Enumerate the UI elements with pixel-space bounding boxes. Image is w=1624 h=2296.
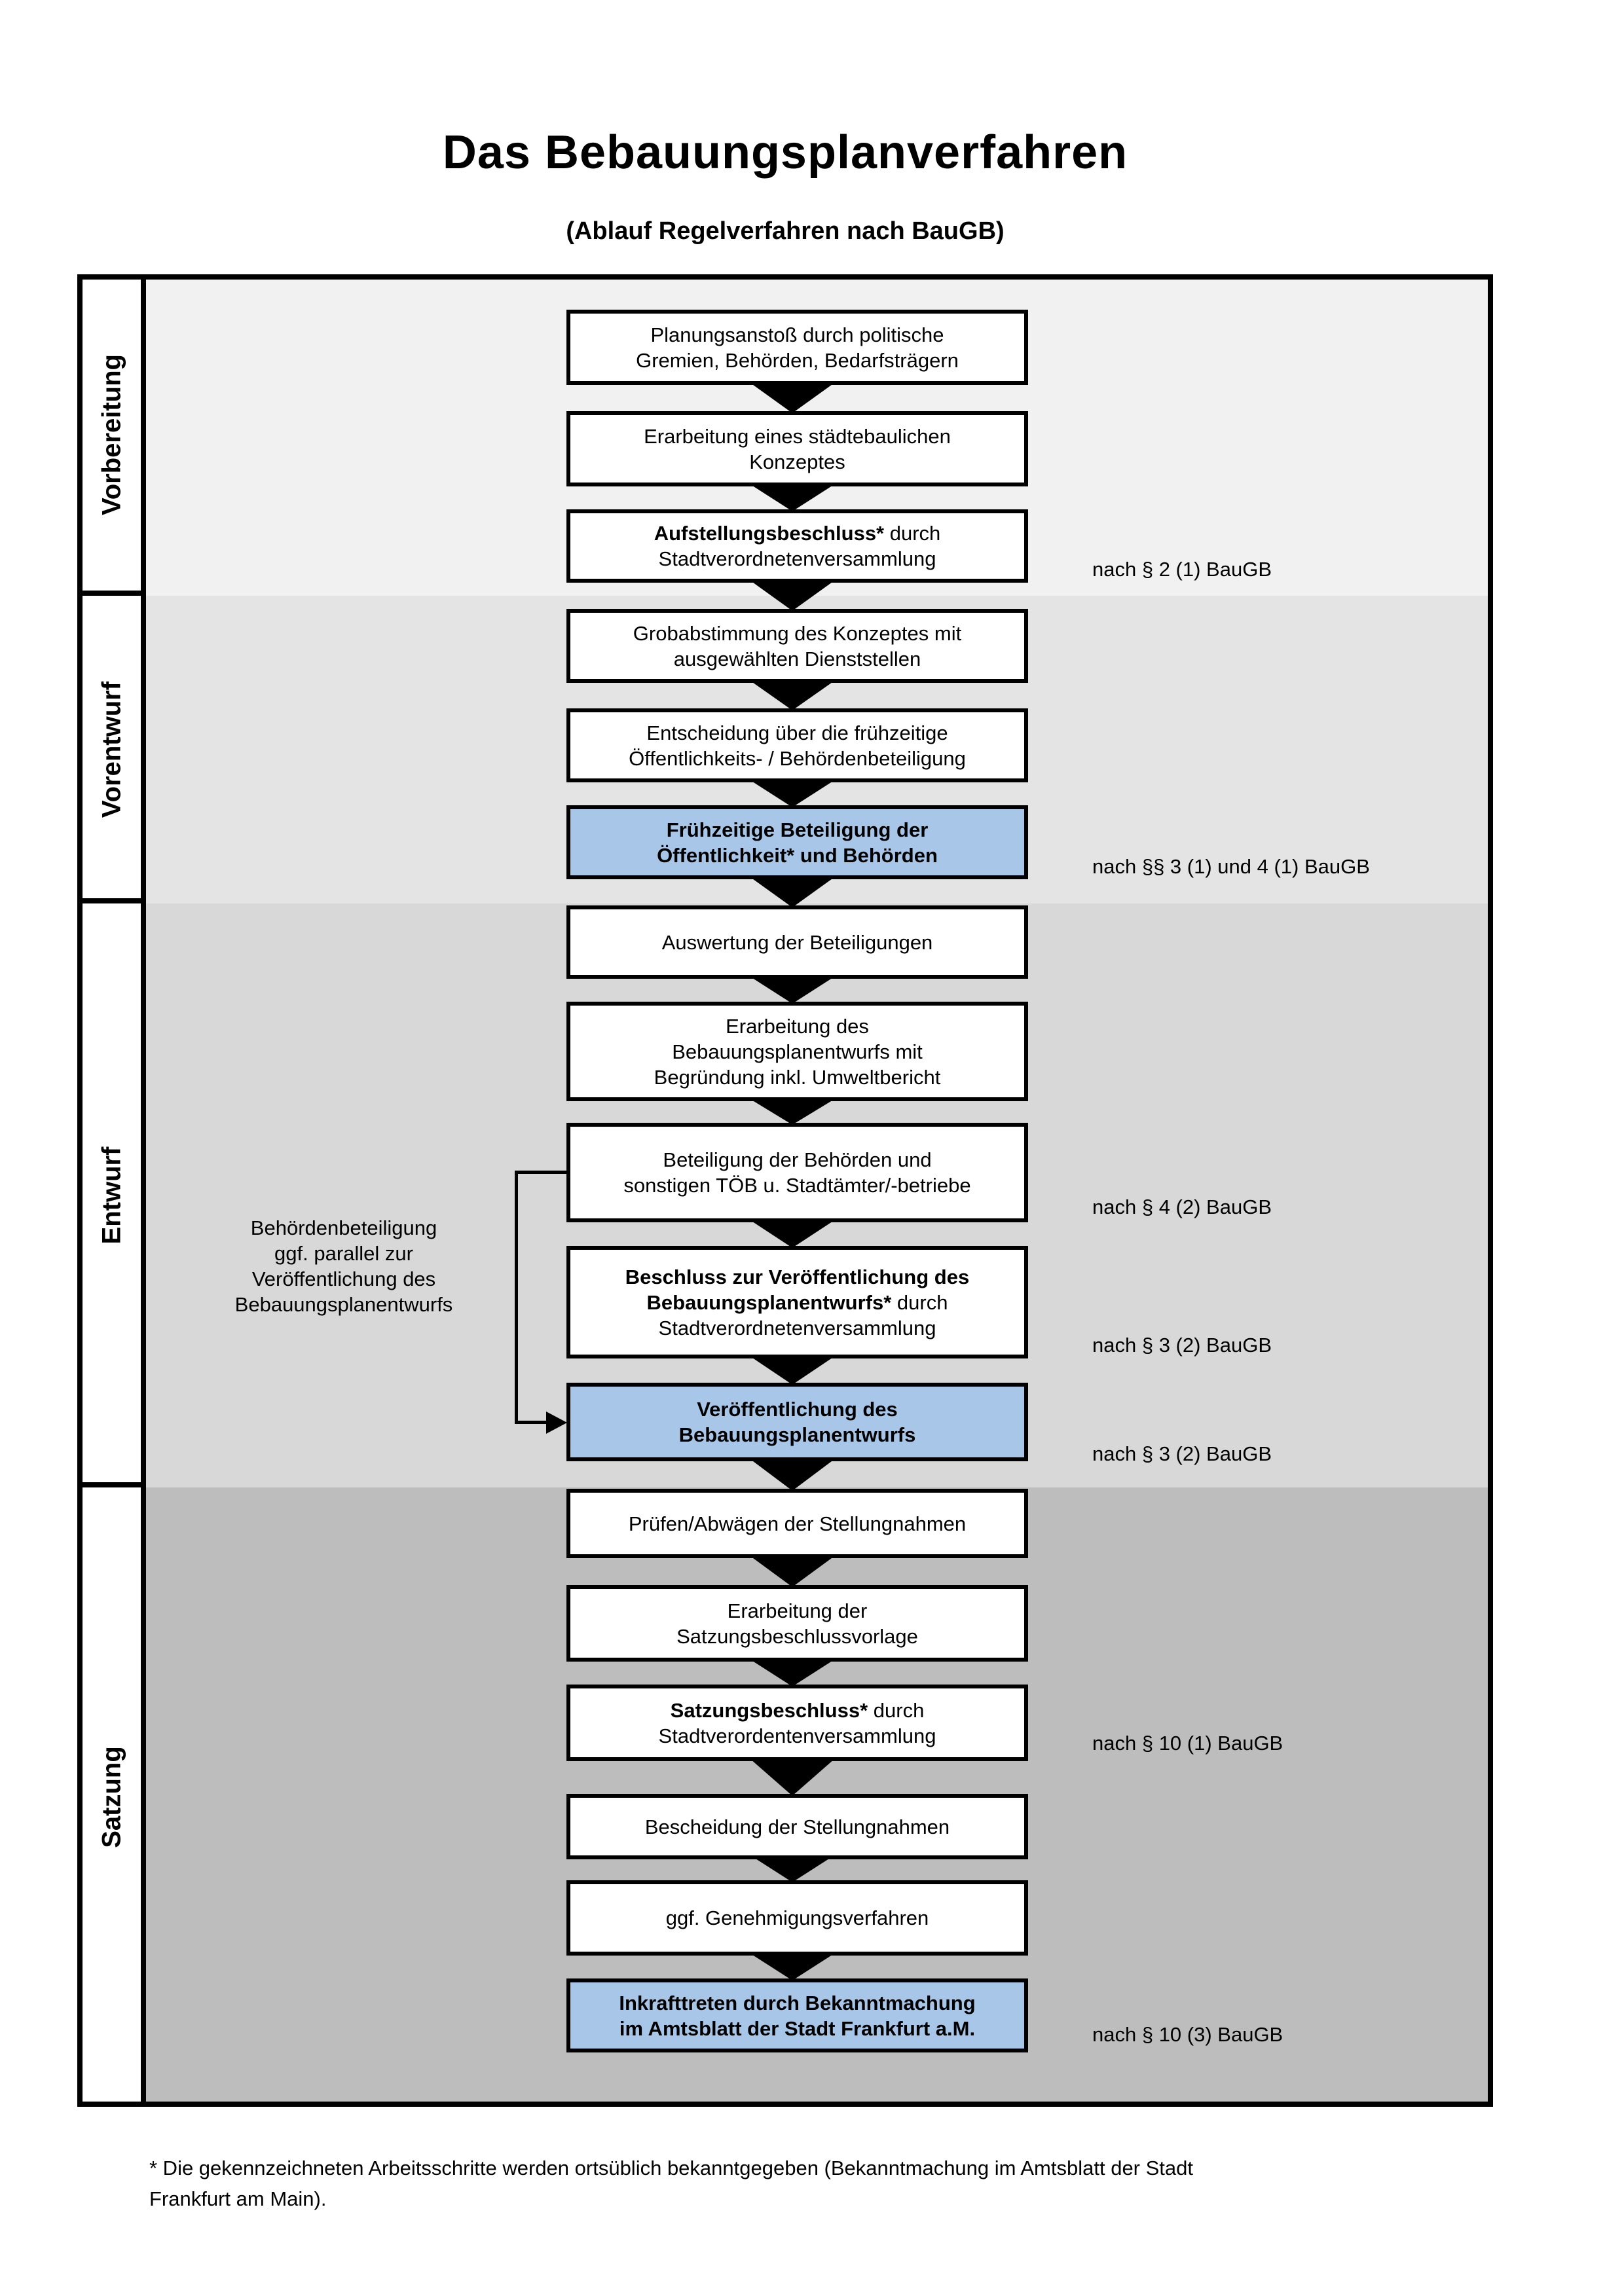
step-text: Stadtverordnetenversammlung xyxy=(658,1316,936,1339)
page-title: Das Bebauungsplanverfahren xyxy=(442,126,1128,179)
step-box-konzept: Erarbeitung eines städtebaulichen Konzep… xyxy=(566,411,1028,486)
step-text: Stadtverordnetenversammlung xyxy=(658,547,936,570)
step-box-pruefen-abwaegen: Prüfen/Abwägen der Stellungnahmen xyxy=(566,1489,1028,1558)
down-arrow-icon xyxy=(750,1855,834,1882)
law-ref-1: nach § 2 (1) BauGB xyxy=(1092,558,1272,581)
step-text: Erarbeitung eines städtebaulichen xyxy=(644,424,951,448)
phase-divider-3 xyxy=(77,1482,146,1487)
step-box-genehmigungsverfahren: ggf. Genehmigungsverfahren xyxy=(566,1880,1028,1956)
step-text: Bebauungsplanentwurfs* durch xyxy=(646,1290,948,1314)
side-note-line: Bebauungsplanentwurfs xyxy=(234,1293,453,1316)
bracket-connector-top xyxy=(517,1171,566,1174)
step-text: Beschluss zur Veröffentlichung des xyxy=(625,1265,970,1288)
down-arrow-icon xyxy=(750,1459,834,1491)
diagram-frame xyxy=(77,274,1493,2107)
down-arrow-icon xyxy=(750,1220,834,1248)
law-ref-6: nach § 10 (1) BauGB xyxy=(1092,1732,1283,1755)
step-text: Öffentlichkeit* und Behörden xyxy=(657,843,938,867)
down-arrow-icon xyxy=(750,681,834,710)
step-text: Erarbeitung der xyxy=(727,1599,868,1622)
bracket-connector-vertical xyxy=(515,1171,518,1424)
step-box-aufstellungsbeschluss: Aufstellungsbeschluss* durch Stadtverord… xyxy=(566,509,1028,583)
law-ref-2: nach §§ 3 (1) und 4 (1) BauGB xyxy=(1092,855,1370,878)
step-text: Entscheidung über die frühzeitige xyxy=(646,721,948,744)
step-text: Inkrafttreten durch Bekanntmachung xyxy=(619,1991,976,2014)
step-text: Bescheidung der Stellungnahmen xyxy=(644,1815,950,1838)
down-arrow-icon xyxy=(750,877,834,907)
step-text: sonstigen TÖB u. Stadtämter/-betriebe xyxy=(623,1174,971,1197)
step-box-auswertung: Auswertung der Beteiligungen xyxy=(566,905,1028,979)
side-note-line: Behördenbeteiligung xyxy=(250,1216,437,1239)
step-text: Auswertung der Beteiligungen xyxy=(661,930,933,954)
down-arrow-icon xyxy=(750,977,834,1004)
step-text: Veröffentlichung des xyxy=(697,1398,898,1421)
step-box-veroeffentlichung-entwurf: Veröffentlichung des Bebauungsplanentwur… xyxy=(566,1383,1028,1461)
down-arrow-icon xyxy=(750,1759,834,1796)
down-arrow-icon xyxy=(750,1954,834,1980)
down-arrow-icon xyxy=(750,1556,834,1587)
phase-divider-1 xyxy=(77,591,146,596)
footnote: * Die gekennzeichneten Arbeitsschritte w… xyxy=(149,2153,1511,2214)
step-box-inkrafttreten: Inkrafttreten durch Bekanntmachung im Am… xyxy=(566,1978,1028,2052)
step-box-grobabstimmung: Grobabstimmung des Konzeptes mit ausgewä… xyxy=(566,609,1028,683)
page-subtitle: (Ablauf Regelverfahren nach BauGB) xyxy=(566,217,1005,245)
law-ref-4: nach § 3 (2) BauGB xyxy=(1092,1334,1272,1357)
down-arrow-icon xyxy=(750,1357,834,1385)
step-text: Beteiligung der Behörden und xyxy=(663,1148,932,1171)
down-arrow-icon xyxy=(750,484,834,511)
side-note-line: ggf. parallel zur xyxy=(274,1242,413,1265)
step-text: ggf. Genehmigungsverfahren xyxy=(665,1906,929,1929)
down-arrow-icon xyxy=(750,1099,834,1125)
step-box-erarbeitung-entwurf: Erarbeitung des Bebauungsplanentwurfs mi… xyxy=(566,1002,1028,1101)
step-box-bescheidung: Bescheidung der Stellungnahmen xyxy=(566,1794,1028,1859)
bracket-connector-bottom xyxy=(517,1421,549,1424)
step-text: Aufstellungsbeschluss* durch xyxy=(654,522,941,545)
right-arrowhead-icon xyxy=(546,1412,567,1434)
down-arrow-icon xyxy=(750,383,834,413)
down-arrow-icon xyxy=(750,581,834,611)
step-box-satzungsbeschluss: Satzungsbeschluss* durch Stadtverordente… xyxy=(566,1685,1028,1761)
phase-divider-2 xyxy=(77,898,146,903)
down-arrow-icon xyxy=(750,1660,834,1686)
law-ref-5: nach § 3 (2) BauGB xyxy=(1092,1442,1272,1465)
step-text: Konzeptes xyxy=(749,450,845,473)
step-text: Stadtverordentenversammlung xyxy=(658,1724,936,1747)
step-text: Begründung inkl. Umweltbericht xyxy=(654,1065,941,1089)
law-ref-3: nach § 4 (2) BauGB xyxy=(1092,1195,1272,1218)
step-text: Öffentlichkeits- / Behördenbeteiligung xyxy=(629,746,966,770)
footnote-line: Frankfurt am Main). xyxy=(149,2187,327,2210)
step-text: Frühzeitige Beteiligung der xyxy=(666,818,929,841)
step-text: Satzungsbeschlussvorlage xyxy=(676,1624,918,1648)
step-text: Bebauungsplanentwurfs mit xyxy=(672,1040,923,1063)
step-text: Gremien, Behörden, Bedarfsträgern xyxy=(636,348,959,372)
step-box-entscheidung-beteiligung: Entscheidung über die frühzeitige Öffent… xyxy=(566,708,1028,782)
law-ref-7: nach § 10 (3) BauGB xyxy=(1092,2023,1283,2046)
side-note-behoerdenbeteiligung: Behördenbeteiligung ggf. parallel zur Ve… xyxy=(206,1215,481,1317)
step-box-behoerdenbeteiligung: Beteiligung der Behörden und sonstigen T… xyxy=(566,1123,1028,1222)
step-box-fruehzeitige-beteiligung: Frühzeitige Beteiligung der Öffentlichke… xyxy=(566,805,1028,879)
step-box-planungsanstoss: Planungsanstoß durch politische Gremien,… xyxy=(566,310,1028,385)
step-text: Bebauungsplanentwurfs xyxy=(678,1423,916,1446)
side-note-line: Veröffentlichung des xyxy=(251,1267,436,1290)
down-arrow-icon xyxy=(750,780,834,807)
footnote-line: * Die gekennzeichneten Arbeitsschritte w… xyxy=(149,2157,1194,2179)
step-text: Planungsanstoß durch politische xyxy=(650,323,944,346)
step-text: Prüfen/Abwägen der Stellungnahmen xyxy=(628,1512,967,1535)
step-text: Satzungsbeschluss* durch xyxy=(670,1698,925,1722)
step-text: ausgewählten Dienststellen xyxy=(673,647,921,670)
step-text: im Amtsblatt der Stadt Frankfurt a.M. xyxy=(619,2016,976,2040)
step-text: Grobabstimmung des Konzeptes mit xyxy=(633,621,962,645)
step-text: Erarbeitung des xyxy=(726,1014,869,1038)
step-box-satzungsbeschlussvorlage: Erarbeitung der Satzungsbeschlussvorlage xyxy=(566,1585,1028,1662)
step-box-beschluss-veroeffentlichung: Beschluss zur Veröffentlichung des Bebau… xyxy=(566,1246,1028,1358)
